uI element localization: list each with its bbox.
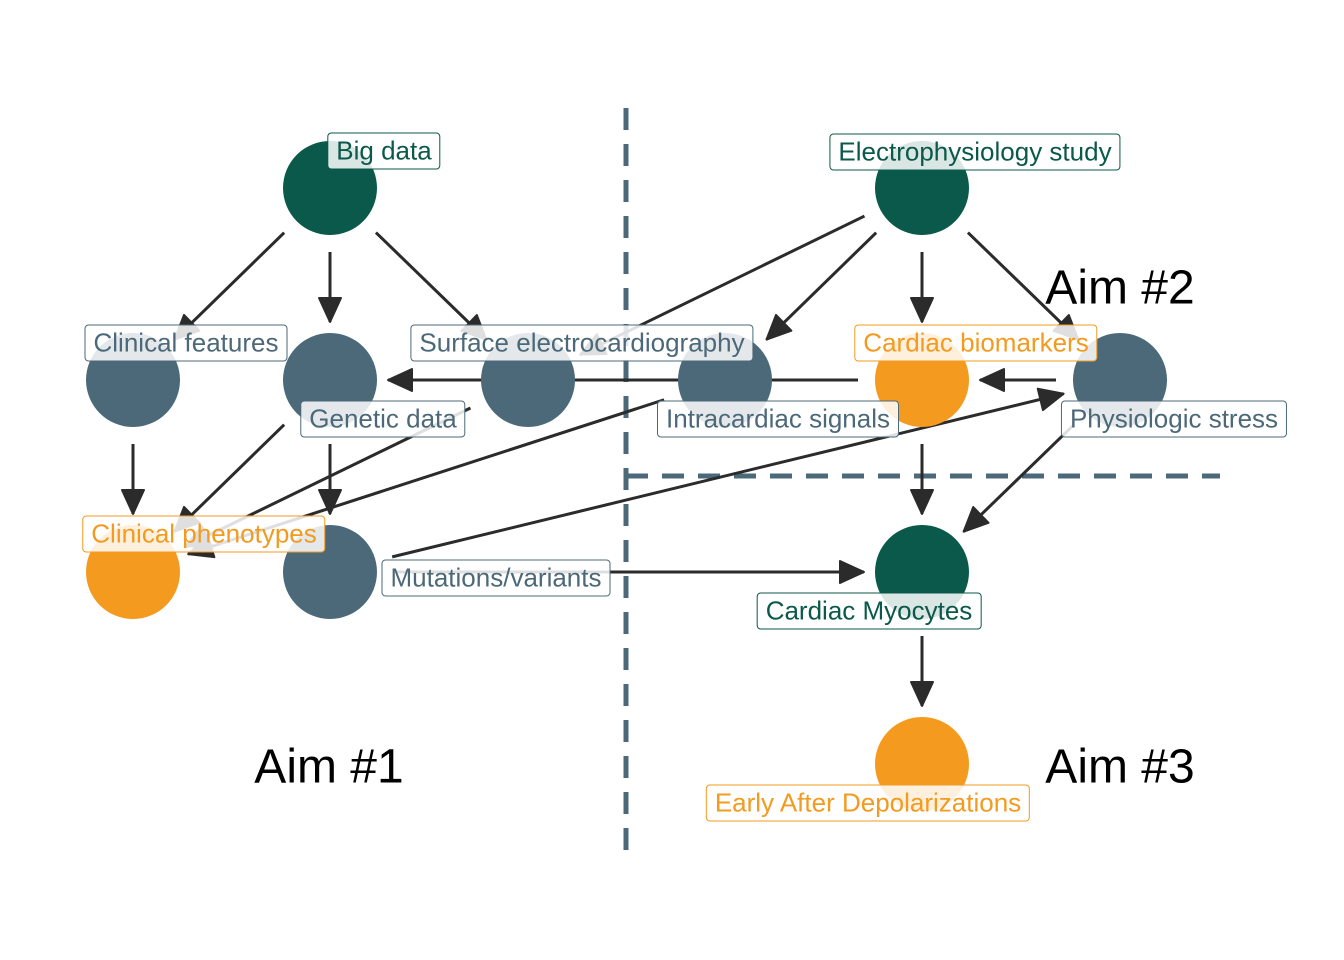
node-label-ep-study: Electrophysiology study bbox=[829, 133, 1121, 171]
aim-2-label: Aim #2 bbox=[1045, 261, 1195, 315]
aim-1-label: Aim #1 bbox=[254, 740, 404, 794]
edge-ep_study-to-intracardiac bbox=[765, 231, 878, 341]
arrowhead bbox=[1036, 387, 1065, 412]
edge-line bbox=[962, 423, 1076, 533]
edge-genetic_data-to-mutations bbox=[318, 444, 342, 515]
edge-biomarkers-to-myocytes bbox=[910, 444, 934, 515]
node-label-myocytes: Cardiac Myocytes bbox=[756, 592, 982, 630]
edge-line bbox=[374, 231, 488, 341]
edges-layer bbox=[121, 214, 1080, 707]
arrowhead bbox=[387, 368, 413, 392]
node-label-biomarkers: Cardiac biomarkers bbox=[854, 324, 1098, 362]
edge-line bbox=[765, 231, 878, 341]
arrowhead bbox=[318, 297, 342, 323]
edge-clinical_features-to-clinical_phenotypes bbox=[121, 444, 145, 515]
node-label-surface-ecg: Surface electrocardiography bbox=[410, 324, 754, 362]
edge-physio_stress-to-myocytes bbox=[962, 423, 1076, 533]
arrowhead bbox=[318, 489, 342, 515]
arrowhead bbox=[962, 506, 990, 533]
edge-myocytes-to-ead bbox=[910, 636, 934, 707]
arrowhead bbox=[121, 489, 145, 515]
arrowhead bbox=[979, 368, 1005, 392]
aim-3-label: Aim #3 bbox=[1045, 740, 1195, 794]
node-label-clinical-features: Clinical features bbox=[84, 324, 288, 362]
arrowhead bbox=[910, 681, 934, 707]
node-label-physio-stress: Physiologic stress bbox=[1060, 400, 1288, 438]
node-label-clinical-phenotypes: Clinical phenotypes bbox=[82, 515, 326, 553]
node-label-genetic-data: Genetic data bbox=[300, 400, 466, 438]
node-label-mutations: Mutations/variants bbox=[381, 559, 611, 597]
edge-line bbox=[966, 231, 1080, 341]
edge-physio_stress-to-biomarkers bbox=[979, 368, 1056, 392]
edge-mutations-to-physio_stress bbox=[391, 387, 1065, 559]
edge-line bbox=[173, 231, 286, 341]
edge-biomarkers-to-genetic_data bbox=[387, 368, 858, 392]
arrowhead bbox=[910, 297, 934, 323]
edge-ep_study-to-biomarkers bbox=[910, 252, 934, 323]
node-label-intracardiac: Intracardiac signals bbox=[657, 400, 899, 438]
node-label-big-data: Big data bbox=[327, 132, 441, 170]
edge-big_data-to-clinical_features bbox=[173, 231, 286, 341]
arrowhead bbox=[765, 313, 793, 341]
arrowhead bbox=[839, 560, 865, 584]
edge-line bbox=[173, 423, 286, 533]
node-label-ead: Early After Depolarizations bbox=[705, 784, 1031, 822]
edge-big_data-to-genetic_data bbox=[318, 252, 342, 323]
arrowhead bbox=[910, 489, 934, 515]
edge-line bbox=[391, 392, 1064, 559]
